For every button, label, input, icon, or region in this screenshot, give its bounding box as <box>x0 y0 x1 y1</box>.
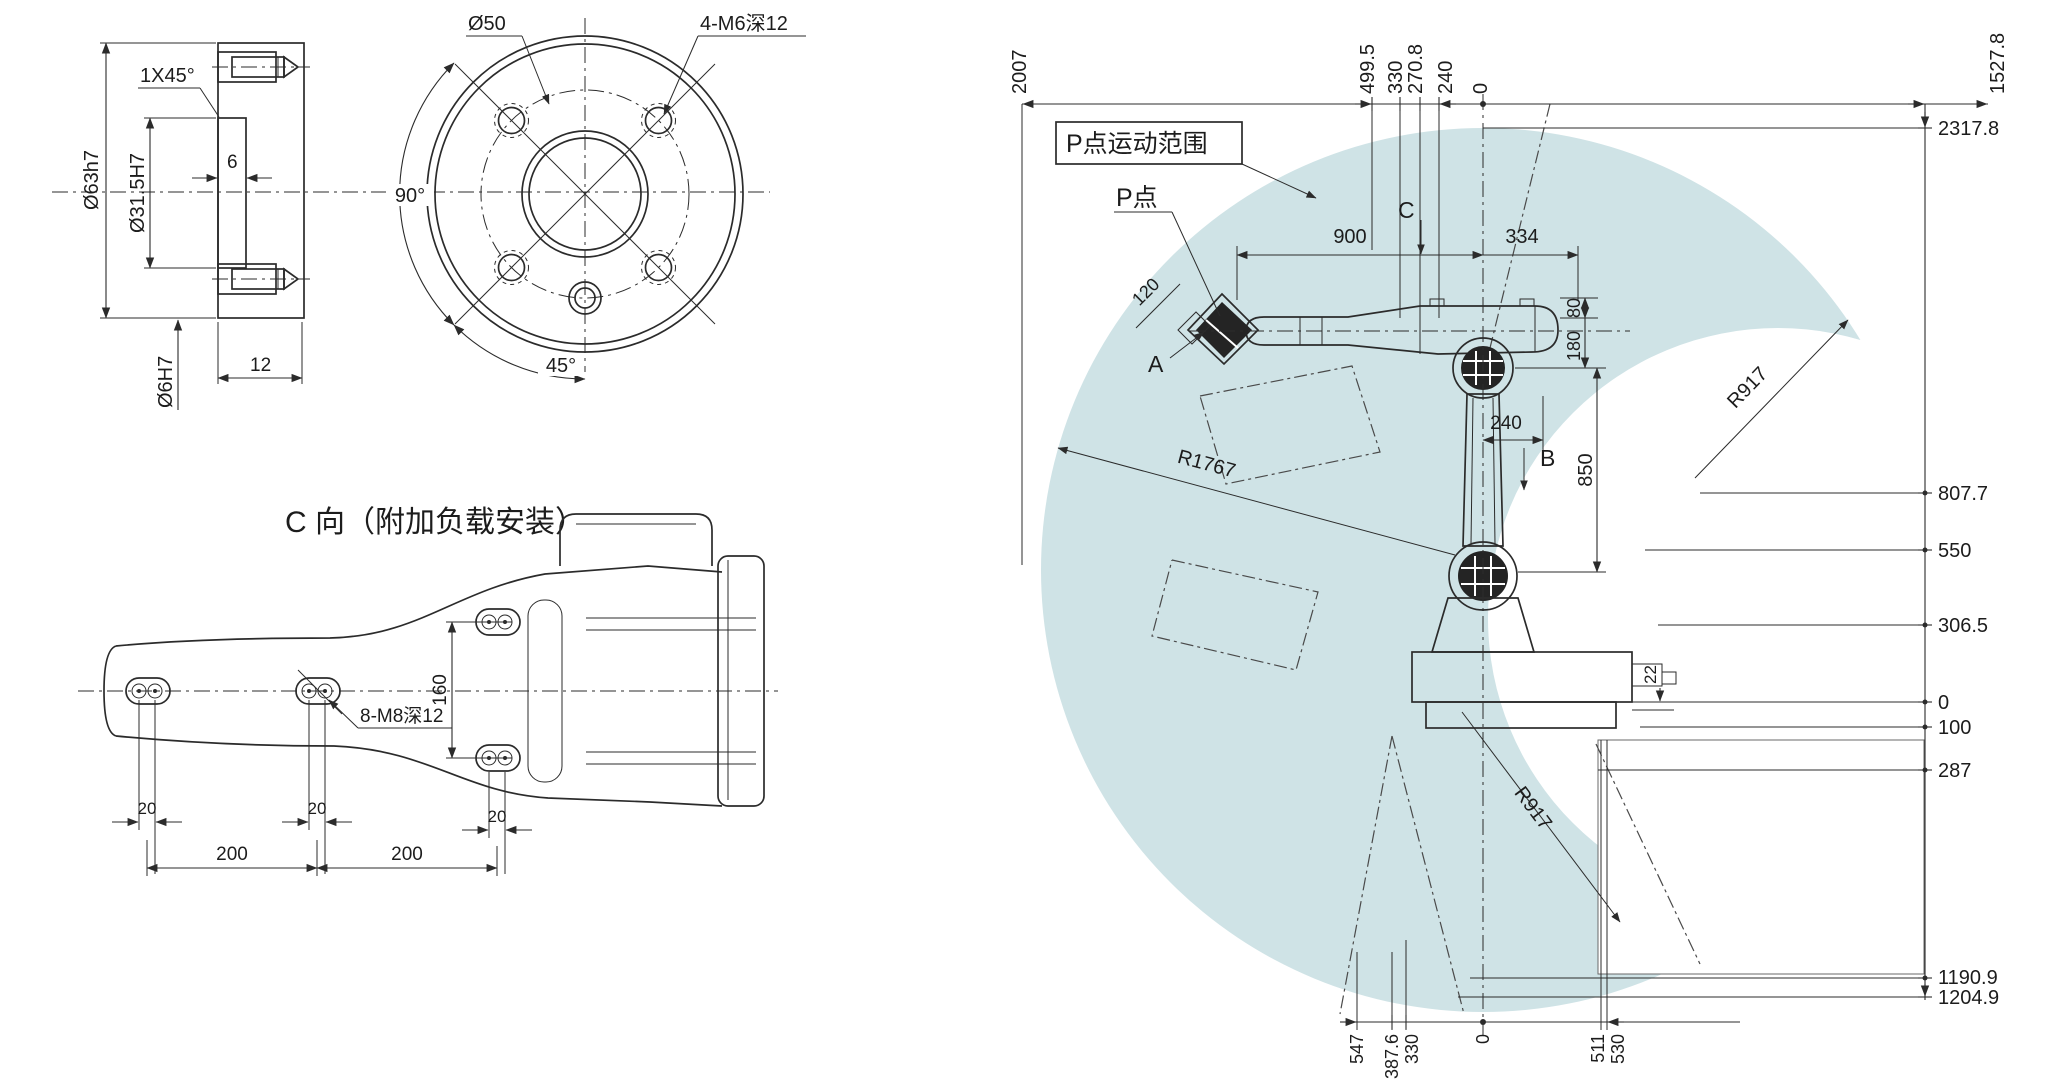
label-p-point: P点 <box>1116 184 1158 212</box>
tapped-hole-sw <box>494 250 529 285</box>
dim-right-2317-8: 2317.8 <box>1938 118 1999 140</box>
pin-hole-bottom <box>568 281 602 315</box>
label-direction-a: A <box>1148 351 1164 377</box>
dim-dia-50: Ø50 <box>468 13 506 35</box>
set-screw-bottom <box>212 263 310 295</box>
dim-bottom-387-6: 387.6 <box>1382 1034 1402 1079</box>
dim-bottom-547: 547 <box>1347 1034 1367 1064</box>
work-envelope-view: 2007 499.5 330 270.8 240 0 1527.8 <box>1009 33 2048 1079</box>
dim-right-0: 0 <box>1938 692 1949 714</box>
mount-slot-left <box>125 677 171 705</box>
dim-slot-20-left: 20 <box>138 799 157 818</box>
dim-right-1204-9: 1204.9 <box>1938 987 1999 1009</box>
bolt-circle <box>480 89 690 299</box>
tapped-hole-ne <box>641 103 676 138</box>
dim-right-1190-9: 1190.9 <box>1938 967 1998 989</box>
dim-top-1527-8: 1527.8 <box>1987 33 2009 94</box>
top-dimension-chain: 2007 499.5 330 270.8 240 0 1527.8 <box>1009 33 2009 565</box>
dim-angle-45: 45° <box>546 355 576 377</box>
dim-top-270-8: 270.8 <box>1405 44 1427 94</box>
direction-arrows: A B C <box>1148 197 1555 491</box>
bottom-dimension-chain: 547 387.6 330 0 511 530 <box>1340 740 1740 1079</box>
dim-angle-90: 90° <box>395 185 425 207</box>
base-lower <box>1425 701 1617 729</box>
machine-table-region <box>1597 739 1925 975</box>
dim-right-287: 287 <box>1938 760 1971 782</box>
wrist-housing <box>1186 292 1260 366</box>
dim-top-2007: 2007 <box>1009 50 1031 95</box>
label-p-range: P点运动范围 <box>1066 130 1208 158</box>
dim-pitch-200-right: 200 <box>391 844 423 865</box>
dim-height-160: 160 <box>430 674 451 706</box>
dim-dia-63h7: Ø63h7 <box>81 150 103 210</box>
dim-thickness-12: 12 <box>250 355 271 376</box>
dim-slot-20-middle: 20 <box>308 799 327 818</box>
dim-right-807-7: 807.7 <box>1938 483 1988 505</box>
c-view-bottom-dims: 20 20 20 200 200 <box>112 700 532 876</box>
dim-8-m8-holes: 8-M8深12 <box>360 705 443 727</box>
tapped-hole-se <box>641 250 676 285</box>
dim-right-550: 550 <box>1938 540 1971 562</box>
dim-bottom-511: 511 <box>1588 1034 1608 1063</box>
upper-arm-link <box>1462 393 1504 547</box>
flange-section-view: Ø63h7 Ø31.5H7 1X45° 6 Ø6H7 12 <box>52 42 770 410</box>
dim-dia-31-5h7: Ø31.5H7 <box>127 153 149 233</box>
dim-top-330: 330 <box>1385 61 1407 94</box>
p-range-label-box <box>1055 121 1243 165</box>
dim-height-850: 850 <box>1575 453 1597 486</box>
wrist-dark-block <box>1196 302 1252 358</box>
tapped-hole-nw <box>494 103 529 138</box>
dim-right-306-5: 306.5 <box>1938 615 1988 637</box>
tool-flange <box>1177 311 1211 345</box>
dim-top-499-5: 499.5 <box>1357 44 1379 94</box>
dim-arm-900: 900 <box>1333 226 1366 248</box>
dim-dia-6h7: Ø6H7 <box>155 356 177 408</box>
p-point-callouts: P点运动范围 P点 <box>1055 121 1317 317</box>
dim-4-m6-holes: 4-M6深12 <box>700 12 788 35</box>
dim-offset-180: 180 <box>1564 331 1584 361</box>
dim-slot-20-right: 20 <box>488 807 507 826</box>
label-direction-b: B <box>1540 445 1555 471</box>
dim-chamfer-1x45: 1X45° <box>140 65 195 87</box>
dim-bottom-530: 530 <box>1608 1034 1628 1064</box>
dim-depth-6: 6 <box>227 152 238 173</box>
label-direction-c: C <box>1398 197 1415 223</box>
arm-top-outline <box>103 513 765 807</box>
phantom-arm-positions <box>1151 103 1701 1015</box>
dim-pitch-200-left: 200 <box>216 844 248 865</box>
dim-top-240: 240 <box>1435 61 1457 94</box>
dim-base-22: 22 <box>1641 665 1660 684</box>
dim-bottom-330: 330 <box>1402 1034 1422 1064</box>
flange-face-view: 90° 45° Ø50 4-M6深12 <box>386 12 806 384</box>
c-view-title: C 向（附加负载安装） <box>285 506 585 539</box>
c-view: C 向（附加负载安装） <box>78 506 778 876</box>
dim-arm-334: 334 <box>1505 226 1538 248</box>
dim-right-100: 100 <box>1938 717 1971 739</box>
dim-offset-240: 240 <box>1490 413 1522 434</box>
flange-plate <box>217 42 305 319</box>
flange-bore-recess <box>217 117 247 269</box>
angle-45-arc <box>453 324 586 384</box>
right-dimension-chain: 2317.8 807.7 550 306.5 0 100 287 1190.9 … <box>1458 104 1999 1009</box>
dim-top-0: 0 <box>1470 83 1492 94</box>
dim-offset-80: 80 <box>1564 298 1584 318</box>
dim-bottom-0: 0 <box>1473 1034 1493 1044</box>
mount-slot-middle <box>295 669 343 715</box>
set-screw-top <box>212 51 310 83</box>
